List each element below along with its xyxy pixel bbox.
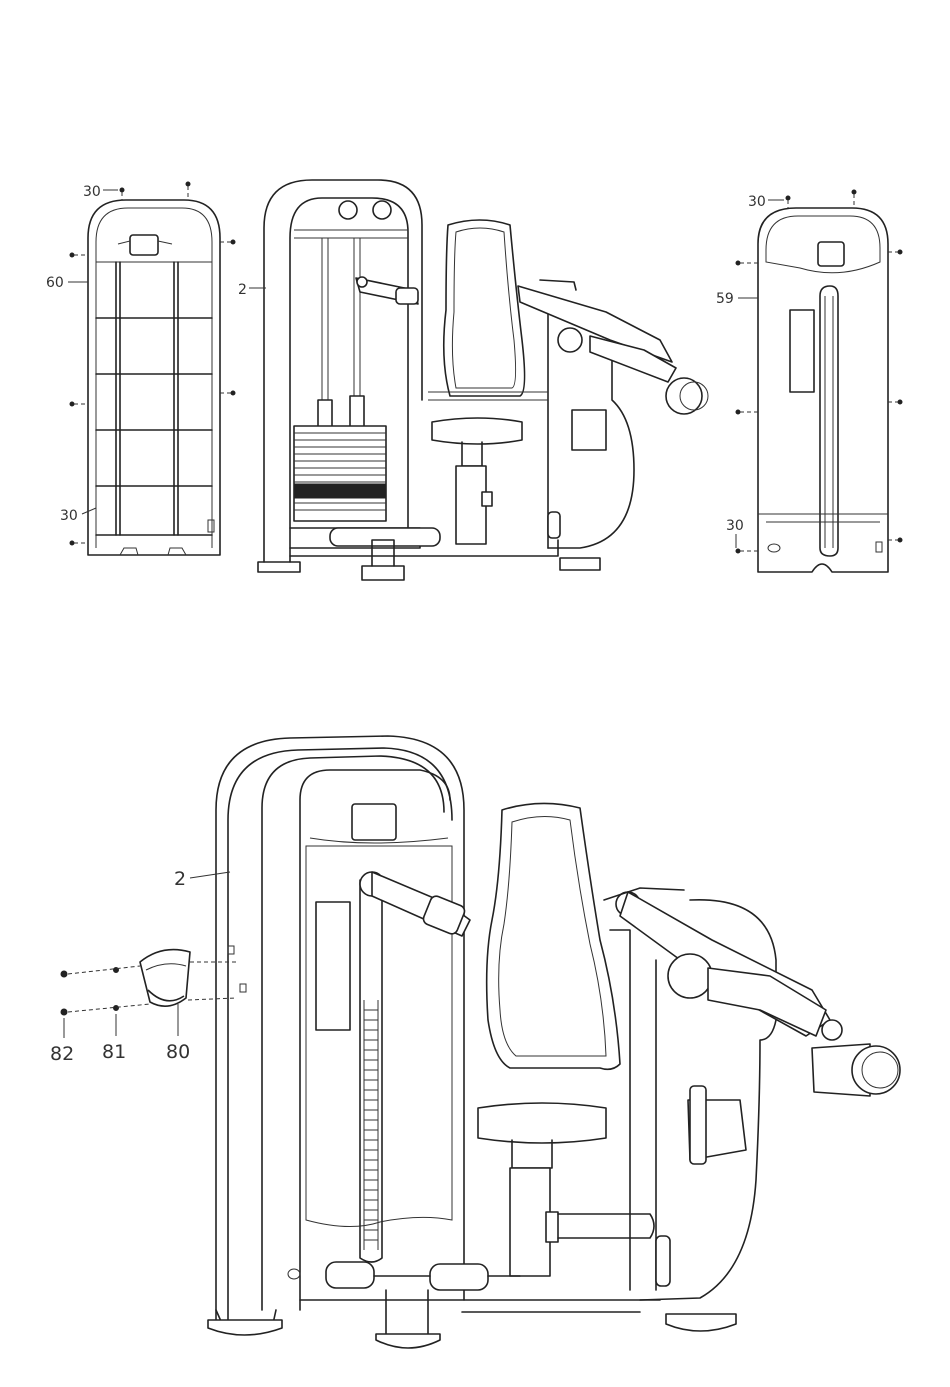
callout-60: 60 <box>46 275 64 291</box>
rear-cover-screws <box>70 182 235 545</box>
callout-frame-top: 2 <box>238 282 266 298</box>
callout-82: 82 <box>50 1043 74 1065</box>
callout-59: 59 <box>716 291 734 307</box>
front-cover-panel <box>758 208 888 572</box>
bottom-machine-assembly <box>208 736 900 1348</box>
callout-30-top-left: 30 <box>83 184 101 200</box>
top-machine-frame <box>258 180 708 580</box>
callout-81: 81 <box>102 1041 126 1063</box>
rear-cover-panel <box>88 200 220 555</box>
bottle-holder-explode <box>61 946 246 1038</box>
callouts-front-cover: 30 59 30 <box>716 194 784 548</box>
callout-30-bottom-right: 30 <box>726 518 744 534</box>
callout-2-top: 2 <box>238 282 247 298</box>
weight-stack <box>294 426 386 521</box>
callouts-rear-cover: 30 60 30 <box>46 184 118 524</box>
front-cover-screws <box>736 190 902 553</box>
callout-30-top-right: 30 <box>748 194 766 210</box>
callout-80: 80 <box>166 1041 190 1063</box>
callout-2-bottom: 2 <box>174 868 186 890</box>
callout-30-bottom-left: 30 <box>60 508 78 524</box>
